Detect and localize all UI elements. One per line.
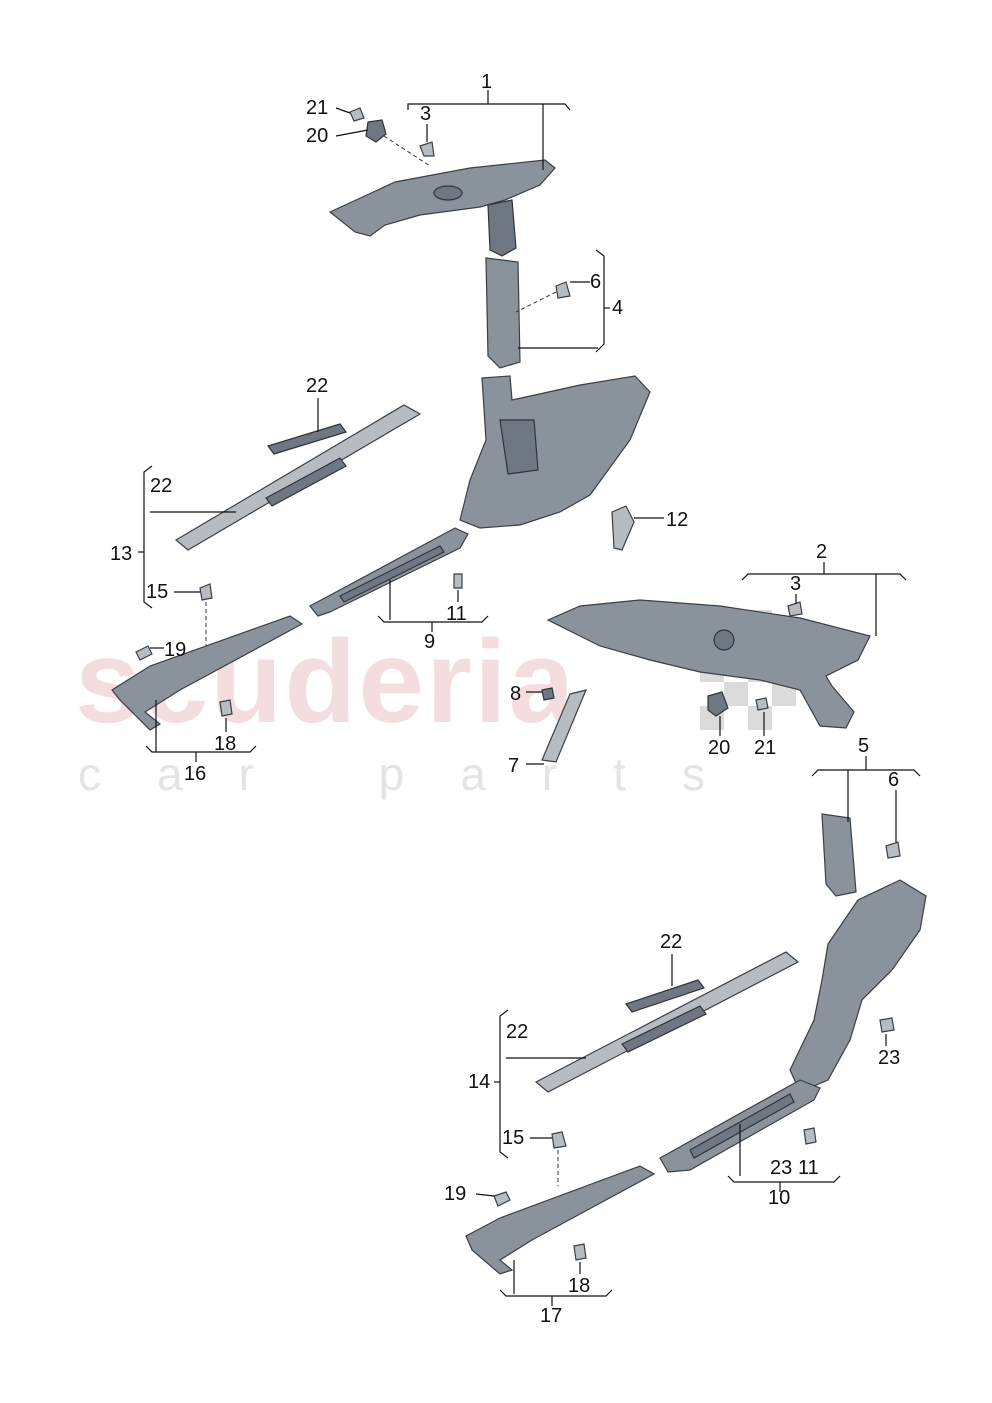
callout-17: 17 (540, 1305, 562, 1327)
callout-20-top: 20 (306, 125, 328, 147)
part-9-sill-trim (309, 527, 469, 617)
screw-19-left (135, 645, 153, 661)
clip-21-right (755, 697, 769, 711)
screw-19-right (493, 1191, 511, 1207)
callout-3-top: 3 (420, 103, 431, 125)
callout-9: 9 (424, 631, 435, 653)
clip-21-top (349, 107, 365, 122)
clip-23-right (879, 1017, 895, 1033)
clip-15-left (199, 583, 213, 601)
part-4-pillar-cover (485, 257, 521, 369)
clip-20-right (707, 691, 729, 717)
screw-8 (541, 687, 555, 701)
clip-3-right (787, 601, 803, 617)
callout-22-a: 22 (306, 375, 328, 397)
part-13-scuff-plate-left (174, 404, 422, 551)
part-22-badge-left (267, 423, 347, 455)
callout-22-c: 22 (660, 931, 682, 953)
callout-5: 5 (858, 735, 869, 757)
callout-8: 8 (510, 683, 521, 705)
callout-20-right: 20 (708, 737, 730, 759)
clip-6-upper (555, 281, 571, 299)
clip-11-left (453, 573, 463, 589)
callout-22-d: 22 (506, 1021, 528, 1043)
clip-18-left (219, 699, 233, 717)
callout-2: 2 (816, 541, 827, 563)
part-17-rear-sill-right (465, 1165, 656, 1275)
callout-16: 16 (184, 763, 206, 785)
callout-3-right: 3 (790, 573, 801, 595)
callout-18-right: 18 (568, 1275, 590, 1297)
callout-12: 12 (666, 509, 688, 531)
callout-6-upper: 6 (590, 271, 601, 293)
watermark-tagline: car parts (78, 748, 761, 800)
callout-19-right: 19 (444, 1183, 466, 1205)
part-14-scuff-plate-right (534, 951, 800, 1093)
clip-15-right (551, 1131, 567, 1149)
part-1-upper-trim (328, 159, 556, 257)
rear-kick-panel-right (789, 879, 927, 1093)
callout-18-left: 18 (214, 733, 236, 755)
callout-labels: 1 3 21 20 6 4 22 22 12 13 2 3 15 11 9 19… (110, 71, 900, 1327)
callout-14: 14 (468, 1071, 490, 1093)
callout-21-top: 21 (306, 97, 328, 119)
callout-21-right: 21 (754, 737, 776, 759)
part-7-grab-handle (541, 689, 588, 763)
clip-3-top (419, 141, 435, 157)
callout-1: 1 (481, 71, 492, 93)
clip-6-lower (885, 841, 901, 859)
callout-19-left: 19 (164, 639, 186, 661)
callout-6-lower: 6 (888, 769, 899, 791)
callout-10: 10 (768, 1187, 790, 1209)
callout-22-b: 22 (150, 475, 172, 497)
callout-11-right: 11 (798, 1157, 819, 1179)
part-5-pillar-cover-right (821, 813, 857, 897)
clip-11-right (803, 1127, 817, 1145)
clip-20-top (365, 119, 387, 143)
callout-13: 13 (110, 543, 132, 565)
part-22-badge-right (625, 979, 705, 1013)
part-16-rear-sill-left (111, 615, 304, 731)
callout-23-lower: 23 (770, 1157, 792, 1179)
callout-23-right: 23 (878, 1047, 900, 1069)
part-12-kick-panel (459, 375, 651, 551)
callout-4: 4 (612, 297, 623, 319)
callout-15-left: 15 (146, 581, 168, 603)
callout-15-right: 15 (502, 1127, 524, 1149)
clip-18-right (573, 1243, 587, 1261)
callout-11-left: 11 (446, 603, 467, 625)
part-2-upper-trim-right (546, 599, 871, 729)
callout-7: 7 (508, 755, 519, 777)
